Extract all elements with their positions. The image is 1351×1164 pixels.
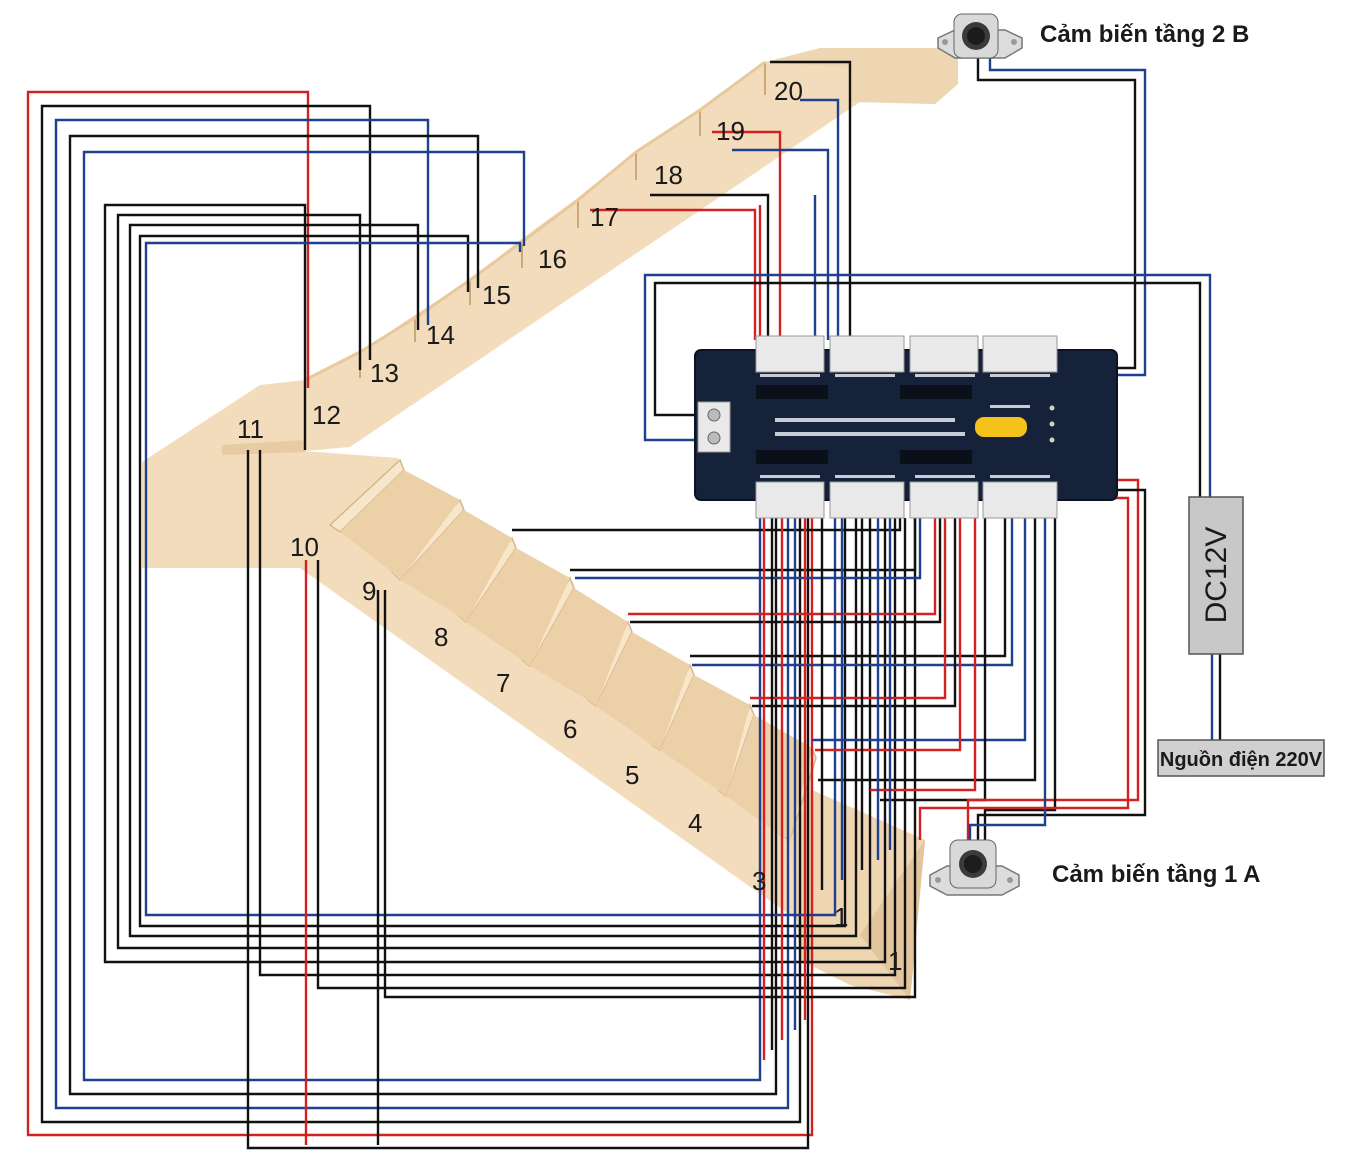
top-sensor-label: Cảm biến tầng 2 B (1040, 21, 1249, 48)
yellow-component (975, 417, 1027, 437)
wire-blue-step-7 (575, 518, 922, 580)
step-number: 8 (434, 622, 448, 652)
dc12v-label: DC12V (1200, 527, 1233, 624)
wire-black-step-20 (770, 60, 852, 340)
step-number: 1 (888, 946, 902, 976)
wire-black-step-9-b (383, 518, 917, 999)
middle-landing-edge (222, 440, 305, 455)
step-number: 9 (362, 576, 376, 606)
step-number: 10 (290, 532, 319, 562)
upper-step-edges (304, 60, 766, 382)
wire-black-inner-a (103, 203, 887, 964)
wire-black-step-8 (512, 518, 902, 532)
wire-red-step-2 (815, 518, 962, 752)
wiring-harness (26, 55, 1222, 1150)
wire-black-step-18 (650, 193, 770, 340)
wire-blue-step-3 (812, 518, 1027, 742)
vertical-wire-bundle (762, 518, 892, 1060)
lower-flight-stringer (142, 460, 925, 1000)
wire-red-step-17 (590, 208, 757, 340)
silkscreen-markings (760, 374, 1050, 478)
step-number: 15 (482, 280, 511, 310)
staircase (142, 48, 960, 1000)
middle-landing (142, 445, 404, 530)
step-number: 7 (496, 668, 510, 698)
step-number: 11 (237, 414, 264, 444)
wire-blue-step-19 (732, 148, 830, 340)
step-number: 18 (654, 160, 683, 190)
wire-red-step-1 (870, 518, 977, 792)
wire-blue-inner-e (144, 241, 837, 917)
wire-blue-step-14 (54, 118, 790, 1110)
bottom-step-shadow (860, 840, 925, 1000)
wire-red-bottom-sensor (966, 478, 1140, 840)
wire-black-step-6 (630, 518, 942, 624)
wire-black-step-13 (40, 104, 802, 1124)
wire-black-inner-d (138, 234, 847, 928)
motion-sensor-icon (929, 839, 1020, 896)
step-number: 17 (590, 202, 619, 232)
wire-red-step-19 (712, 130, 782, 340)
step-number: 1 (834, 902, 848, 932)
wire-blue-step-5 (692, 518, 1014, 667)
bottom-sensor-label: Cảm biến tầng 1 A (1052, 861, 1260, 888)
header-strips (756, 385, 972, 464)
wire-black-inner-b (116, 213, 872, 950)
motion-sensor-icon (937, 13, 1023, 59)
wire-blue-bottom-sensor (968, 518, 1047, 840)
wire-black-step-5 (690, 518, 1007, 658)
step-number: 16 (538, 244, 567, 274)
wire-blue-step-20 (800, 98, 840, 340)
wire-black-dc-minus (653, 281, 1202, 500)
step-number: 13 (370, 358, 399, 388)
step-number: 12 (312, 400, 341, 430)
mains-box (1157, 739, 1325, 777)
mains-label: Nguồn điện 220V (1160, 749, 1323, 771)
wire-blue-top-sensor (988, 55, 1147, 377)
power-supply: DC12V Nguồn điện 220V (1157, 496, 1325, 777)
step-number: 14 (426, 320, 455, 350)
wire-black-step-4 (752, 518, 957, 708)
step-number: 3 (752, 866, 766, 896)
step-number: 20 (774, 76, 803, 106)
wire-blue-step-16 (82, 150, 762, 1082)
indicator-leds (1049, 405, 1055, 443)
step-number: 19 (716, 116, 745, 146)
step-number: 4 (688, 808, 702, 838)
step-number: 5 (625, 760, 639, 790)
wire-black-top-sensor (976, 55, 1137, 370)
controller-board-icon (694, 335, 1118, 519)
wire-black-step-11-a (246, 450, 810, 1150)
step-number: 6 (563, 714, 577, 744)
wire-black-bottom-sensor-a (976, 488, 1147, 840)
top-terminal-blocks (755, 335, 1058, 373)
wire-black-step-11-b (258, 450, 897, 977)
wire-black-step-7 (570, 518, 917, 572)
wire-red-step-12 (26, 90, 814, 1137)
wire-blue-dc-plus (643, 273, 1212, 500)
wire-black-step-10 (316, 518, 907, 990)
wire-red-bottom-step (918, 496, 1130, 840)
wire-red-step-4 (750, 518, 947, 700)
lower-risers (340, 470, 812, 840)
bottom-terminal-blocks (755, 481, 1058, 519)
dc12v-box (1188, 496, 1244, 655)
step-numbers: 1 1 3 4 5 6 7 8 9 10 11 12 13 14 15 16 1… (237, 76, 902, 976)
wire-red-step-6 (628, 518, 937, 616)
